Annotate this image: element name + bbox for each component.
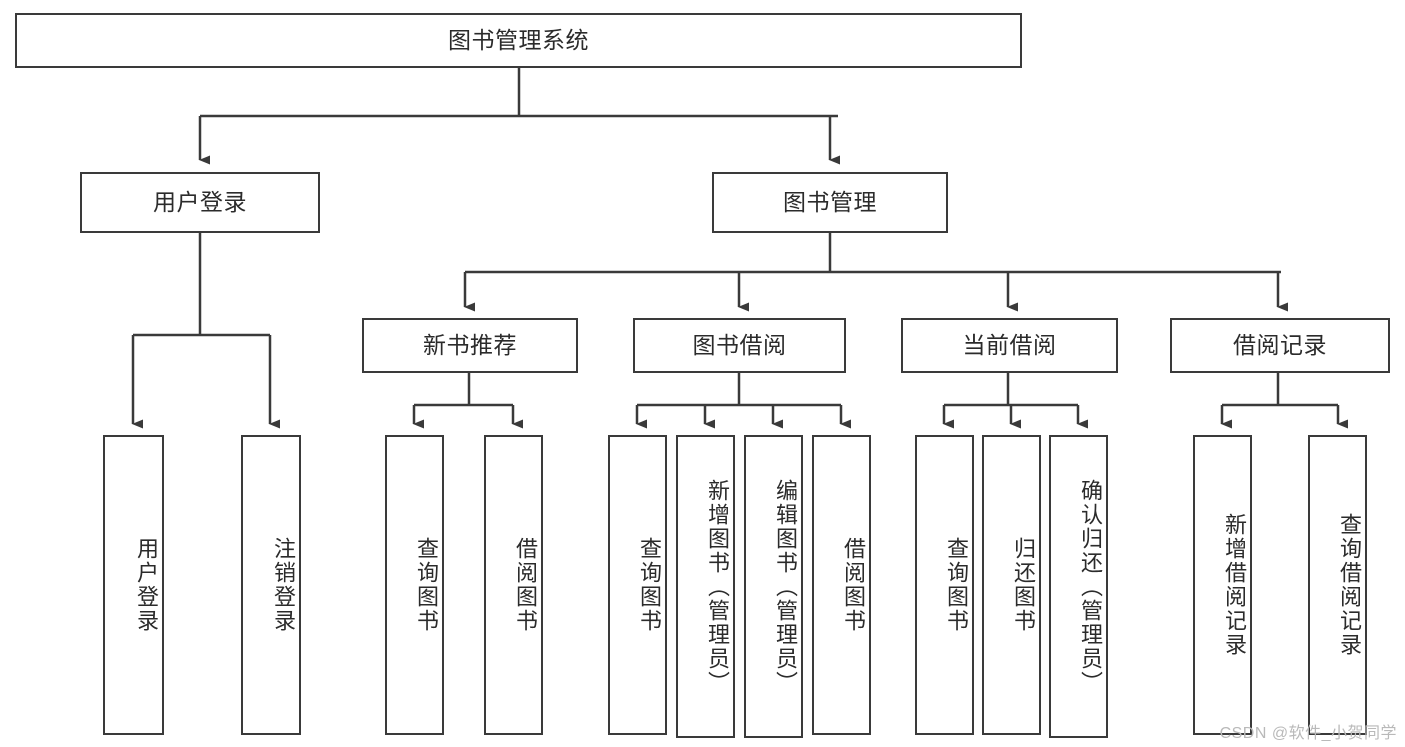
- node-current-borrow[interactable]: 当前借阅: [901, 318, 1118, 373]
- node-leaf-query-book-2[interactable]: 查询图书: [608, 435, 667, 735]
- node-leaf-add-record-label: 新增借阅记录: [1222, 513, 1247, 657]
- node-leaf-query-book-1-label: 查询图书: [414, 537, 439, 633]
- node-book-management-label: 图书管理: [783, 188, 877, 215]
- node-leaf-borrow-book-1-label: 借阅图书: [513, 537, 538, 633]
- node-leaf-add-book[interactable]: 新增图书（管理员）: [676, 435, 735, 738]
- node-current-borrow-label: 当前借阅: [962, 331, 1057, 358]
- node-leaf-user-login-label: 用户登录: [134, 537, 159, 633]
- node-leaf-user-login[interactable]: 用户登录: [103, 435, 164, 735]
- node-leaf-confirm-return-label: 确认归还（管理员）: [1078, 478, 1103, 695]
- node-leaf-logout-login[interactable]: 注销登录: [241, 435, 301, 735]
- node-new-book-recommend-label: 新书推荐: [423, 331, 517, 358]
- node-leaf-query-record[interactable]: 查询借阅记录: [1308, 435, 1367, 735]
- node-book-borrow[interactable]: 图书借阅: [633, 318, 846, 373]
- node-borrow-record[interactable]: 借阅记录: [1170, 318, 1390, 373]
- node-leaf-borrow-book-1[interactable]: 借阅图书: [484, 435, 543, 735]
- node-user-login[interactable]: 用户登录: [80, 172, 320, 233]
- node-leaf-add-record[interactable]: 新增借阅记录: [1193, 435, 1252, 735]
- node-leaf-confirm-return[interactable]: 确认归还（管理员）: [1049, 435, 1108, 738]
- node-leaf-return-book-label: 归还图书: [1011, 537, 1036, 633]
- node-leaf-query-book-3[interactable]: 查询图书: [915, 435, 974, 735]
- node-borrow-record-label: 借阅记录: [1233, 331, 1327, 358]
- node-leaf-return-book[interactable]: 归还图书: [982, 435, 1041, 735]
- node-leaf-logout-login-label: 注销登录: [271, 537, 296, 633]
- node-leaf-add-book-label: 新增图书（管理员）: [705, 478, 730, 695]
- node-leaf-edit-book-label: 编辑图书（管理员）: [773, 478, 798, 695]
- node-user-login-label: 用户登录: [153, 188, 247, 215]
- node-leaf-borrow-book-2[interactable]: 借阅图书: [812, 435, 871, 735]
- node-new-book-recommend[interactable]: 新书推荐: [362, 318, 578, 373]
- node-leaf-query-book-2-label: 查询图书: [637, 537, 662, 633]
- node-root-system-label: 图书管理系统: [448, 26, 589, 53]
- watermark-text: CSDN @软件_小贺同学: [1219, 725, 1397, 742]
- node-leaf-borrow-book-2-label: 借阅图书: [841, 537, 866, 633]
- node-book-management[interactable]: 图书管理: [712, 172, 948, 233]
- node-book-borrow-label: 图书借阅: [692, 331, 787, 358]
- node-leaf-edit-book[interactable]: 编辑图书（管理员）: [744, 435, 803, 738]
- node-root-system[interactable]: 图书管理系统: [15, 13, 1022, 68]
- node-leaf-query-record-label: 查询借阅记录: [1337, 513, 1362, 657]
- node-leaf-query-book-3-label: 查询图书: [944, 537, 969, 633]
- node-leaf-query-book-1[interactable]: 查询图书: [385, 435, 444, 735]
